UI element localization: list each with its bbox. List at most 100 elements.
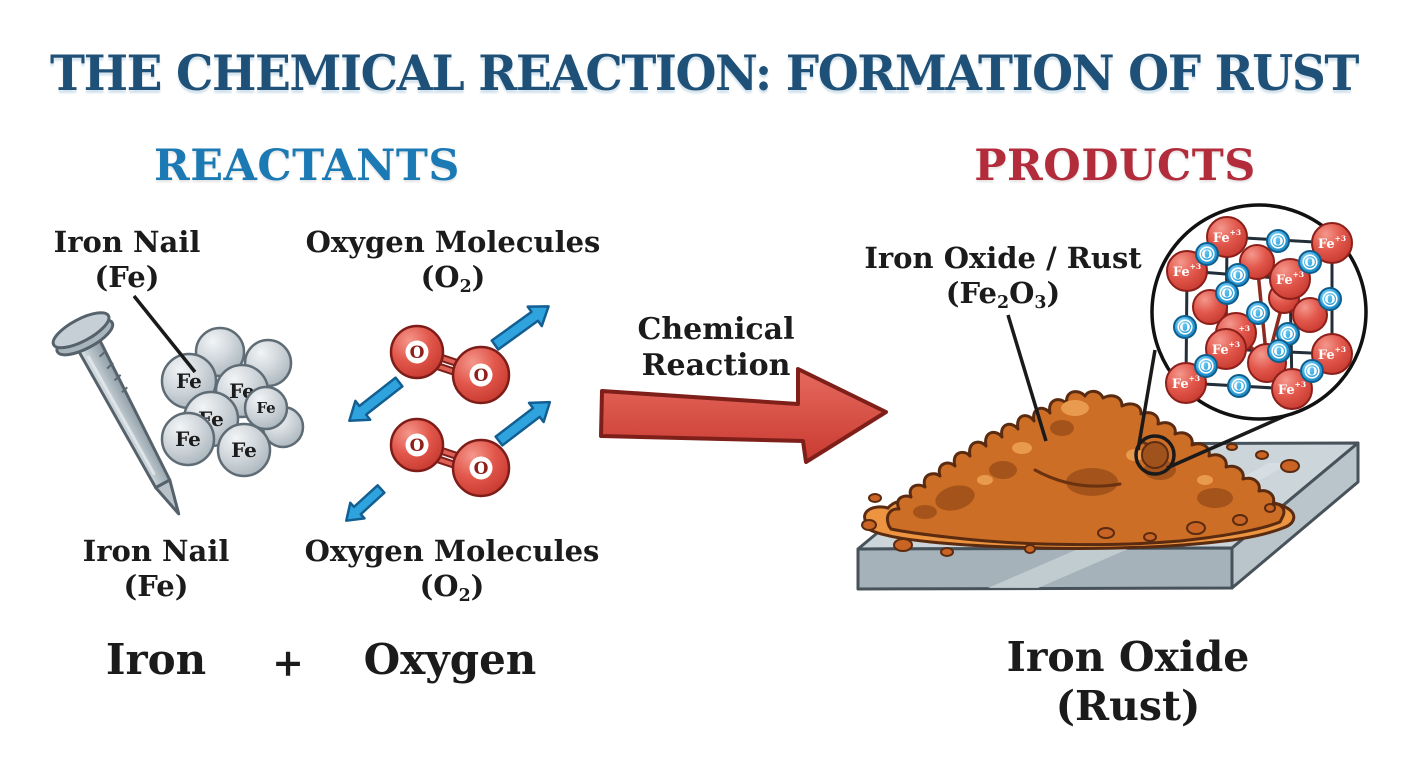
diffusion-arrows [345, 305, 552, 522]
lattice-o-atom [1173, 315, 1197, 339]
lattice-o-label: O [1283, 327, 1294, 342]
lattice-o-atom [1194, 354, 1218, 378]
lattice-fe-atom [1269, 258, 1311, 300]
iron-atom [216, 422, 272, 478]
diffusion-arrow [348, 376, 404, 423]
equation-iron: Iron [105, 635, 207, 684]
svg-text:O: O [474, 459, 489, 479]
iron-oxide-label: Iron Oxide / Rust (Fe2O3) [864, 241, 1142, 313]
reactants-heading: REACTANTS [154, 141, 460, 191]
reaction-arrow [599, 367, 888, 464]
lattice-o-atom [1195, 242, 1219, 266]
lattice-fe-atom [1311, 222, 1353, 264]
lattice-o-ring [1322, 291, 1338, 307]
oxygen-label-top: Oxygen Molecules (O2) [305, 225, 601, 297]
equation-iron-oxide: Iron Oxide (Rust) [1006, 633, 1250, 731]
lattice-o-atom [1267, 339, 1291, 363]
lattice-o-ring [1270, 233, 1286, 249]
iron-atom-label: Fe [176, 369, 202, 393]
lattice-o-atom [1215, 281, 1239, 305]
lattice-o-label: O [1273, 234, 1284, 249]
lattice-fe-atom [1292, 297, 1328, 333]
svg-text:O: O [474, 366, 489, 386]
lattice-o-label: O [1305, 255, 1316, 270]
lattice-fe-label: Fe+3 [1276, 270, 1304, 288]
lattice-fe-atom [1165, 362, 1207, 404]
lattice-o-ring [1280, 326, 1296, 342]
lattice-fe-label: Fe+3 [1173, 262, 1201, 280]
svg-text:O: O [410, 343, 425, 363]
oxygen-formula: (O2) [420, 259, 486, 297]
lattice-fe-label: Fe+3 [1318, 345, 1346, 363]
equation-plus: + [272, 640, 304, 685]
lattice-o-label: O [1253, 306, 1264, 321]
lattice-fe-atom [1205, 328, 1247, 370]
lattice-o-label: O [1233, 268, 1244, 283]
lattice-o-ring [1250, 305, 1266, 321]
magnified-rust-chunk [1141, 441, 1169, 469]
lattice-fe-atom [1271, 368, 1313, 410]
oxygen-molecule-2: O O [389, 417, 511, 498]
iron-atom-label: Fe [175, 427, 201, 451]
chemical-reaction-label: Chemical Reaction [637, 312, 795, 383]
lattice-fe-label: Fe+3 [1318, 234, 1346, 252]
lattice-o-atom [1246, 301, 1270, 325]
lattice-o-atom [1300, 359, 1324, 383]
lattice-o-label: O [1202, 247, 1213, 262]
lattice-o-atom [1226, 263, 1250, 287]
lattice-o-ring [1219, 285, 1235, 301]
lattice-o-ring [1304, 363, 1320, 379]
svg-text:O: O [410, 436, 425, 456]
iron-oxide-lattice: Fe+3Fe+3Fe+3Fe+3Fe+3Fe+3Fe+3Fe+3Fe+3OOOO… [1165, 216, 1353, 410]
lattice-o-atom [1266, 229, 1290, 253]
products-heading: PRODUCTS [974, 141, 1256, 191]
iron-atom [160, 411, 216, 467]
lattice-o-label: O [1307, 364, 1318, 379]
iron-formula: (Fe) [94, 259, 160, 294]
magnifier-cone-line [1166, 413, 1288, 470]
pointer-line-rust [1006, 314, 1048, 442]
lattice-o-atom [1227, 374, 1251, 398]
oxygen-label-bottom: Oxygen Molecules (O2) [304, 534, 600, 606]
lattice-o-label: O [1180, 320, 1191, 335]
page-title: THE CHEMICAL REACTION: FORMATION OF RUST [50, 44, 1359, 102]
lattice-o-ring [1230, 267, 1246, 283]
lattice-fe-label: Fe+3 [1172, 374, 1200, 392]
rust-splatter [861, 443, 1300, 557]
iron-atom [243, 385, 289, 431]
lattice-fe-atom [1311, 333, 1353, 375]
lattice-o-ring [1199, 246, 1215, 262]
lattice-o-ring [1198, 358, 1214, 374]
oxygen-molecule-1: O O [389, 324, 511, 405]
diffusion-arrow [490, 305, 550, 351]
lattice-o-label: O [1234, 379, 1245, 394]
iron-atom-label: Fe [256, 399, 275, 417]
lattice-o-label: O [1325, 292, 1336, 307]
lattice-fe-label: Fe+3 [1278, 380, 1306, 398]
lattice-fe-label: Fe+3 [1212, 340, 1240, 358]
iron-atom-label: Fe [231, 438, 257, 462]
lattice-o-ring [1271, 343, 1287, 359]
iron-oxide-formula: (Fe2O3) [945, 275, 1061, 313]
lattice-o-ring [1177, 319, 1193, 335]
iron-nail-label-bottom: Iron Nail (Fe) [82, 534, 230, 603]
pointer-line-iron [132, 294, 197, 374]
lattice-fe-label: Fe+3 [1213, 228, 1241, 246]
lattice-o-ring [1231, 378, 1247, 394]
nail-illustration [51, 311, 181, 516]
equation-oxygen: Oxygen [363, 635, 537, 684]
magnifier-cone-line [1136, 349, 1157, 451]
lattice-fe-atom [1166, 250, 1208, 292]
magnifier-small-circle [1134, 434, 1176, 476]
lattice-o-atom [1298, 250, 1322, 274]
lattice-o-label: O [1274, 344, 1285, 359]
lattice-o-label: O [1222, 286, 1233, 301]
lattice-fe-atom [1206, 216, 1248, 258]
iron-nail-label-top: Iron Nail (Fe) [53, 225, 201, 294]
diffusion-arrow [345, 484, 386, 522]
lattice-o-atom [1318, 287, 1342, 311]
diffusion-arrow [494, 400, 552, 447]
